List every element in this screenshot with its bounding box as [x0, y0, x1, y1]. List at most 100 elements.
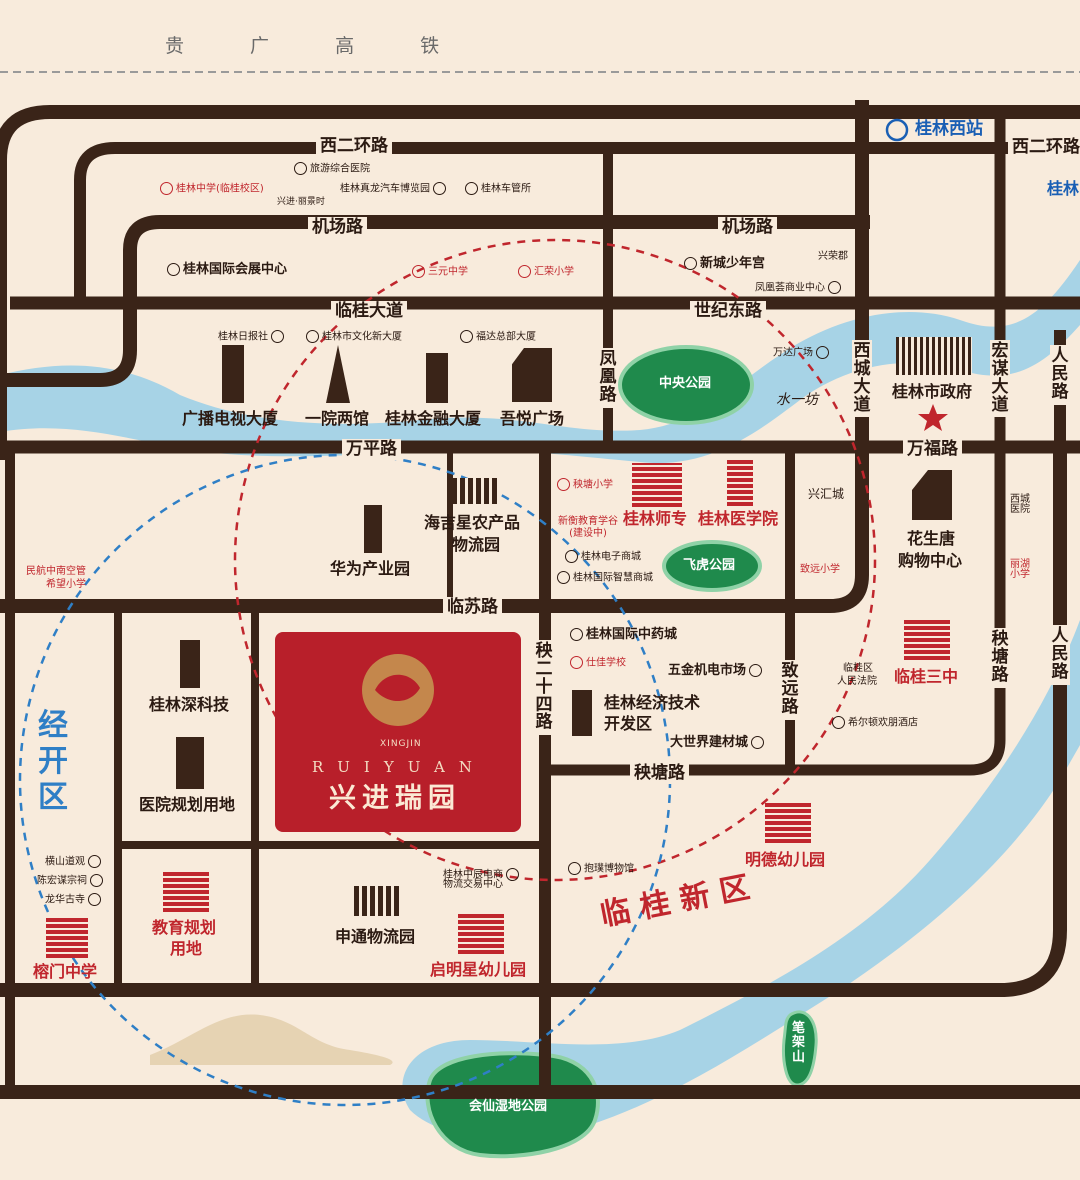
poi-xingrongjun: 兴荣郡 — [818, 251, 848, 262]
building-icon — [306, 330, 319, 343]
poi-jingkai2: 开发区 — [604, 714, 653, 733]
temple-icon — [88, 855, 101, 868]
poi-dianzi: 桂林电子商城 — [565, 550, 641, 563]
school-icon — [160, 182, 173, 195]
poi-lingui-court: 临桂区 — [843, 663, 873, 674]
school-icon — [518, 265, 531, 278]
road-xierhuan-right-label: 西二环路 — [1008, 137, 1080, 158]
poi-qiming: 启明星幼儿园 — [430, 960, 527, 979]
project-pinyin-small: XINGJIN — [380, 739, 422, 749]
poi-shenkeji: 桂林深科技 — [149, 695, 230, 714]
road-xicheng-label: 西城大道 — [852, 340, 872, 418]
poi-jiaoyu2: 用地 — [170, 939, 203, 958]
building-icon — [684, 257, 697, 270]
poi-sanyuan: 三元中学 — [412, 265, 468, 278]
zhongyang-park-shape — [618, 345, 754, 425]
road-wanfu-label: 万福路 — [903, 439, 962, 460]
temple-icon — [90, 874, 103, 887]
shentong-building-icon — [354, 886, 400, 916]
poi-jinrong: 桂林金融大厦 — [385, 409, 482, 428]
poi-zhongyang-park: 中央公园 — [659, 376, 712, 391]
building-icon — [433, 182, 446, 195]
road-jichang-label: 机场路 — [308, 217, 367, 238]
poi-huixian-park: 会仙湿地公园 — [469, 1099, 548, 1114]
school-icon — [412, 265, 425, 278]
poi-lvyou-hospital: 旅游综合医院 — [294, 162, 370, 175]
poi-huirong: 汇荣小学 — [518, 265, 574, 278]
haiji-building-icon — [452, 478, 498, 504]
hospital-icon — [294, 162, 307, 175]
poi-dashijie: 大世界建材城 — [670, 736, 767, 749]
poi-shixin: 仕佳学校 — [570, 656, 626, 669]
poi-zhongchen: 桂林中辰电商 — [443, 868, 522, 881]
poi-xinghui: 兴汇城 — [808, 487, 845, 501]
building-icon — [751, 736, 765, 749]
jingkai-building-icon — [572, 690, 592, 736]
poi-shentong: 申通物流园 — [335, 927, 416, 946]
road-xierhuan-label: 西二环路 — [316, 136, 392, 157]
poi-huasheng2: 购物中心 — [898, 551, 963, 570]
school-icon — [557, 478, 570, 491]
poi-xincheng-gong: 新城少年宫 — [684, 257, 765, 270]
poi-yiyuan-land: 医院规划用地 — [139, 795, 236, 814]
poi-mingde: 明德幼儿园 — [745, 850, 826, 869]
poi-minhang2: 希望小学 — [46, 579, 86, 590]
building-icon — [816, 346, 829, 359]
road-ring2 — [74, 142, 1080, 300]
poi-shizhuan: 桂林师专 — [623, 509, 688, 528]
poi-lihu-primary: 丽湖小学 — [1010, 559, 1030, 580]
poi-huizhan: 桂林国际会展中心 — [167, 263, 287, 276]
road-qiutang-label: 秧塘路 — [630, 763, 689, 784]
road-zhiyuan-label: 致远路 — [780, 660, 800, 720]
poi-lingui-sanzhong: 临桂三中 — [894, 667, 959, 686]
qiming-building-icon — [458, 914, 504, 954]
building-icon — [465, 182, 478, 195]
poi-guangbo: 广播电视大厦 — [182, 409, 279, 428]
top-rail-label: 贵 广 高 铁 — [165, 35, 470, 57]
road-fenghuang-label: 凤凰路 — [598, 348, 618, 408]
building-icon — [460, 330, 473, 343]
poi-huawei: 华为产业园 — [330, 559, 411, 578]
poi-wenhua: 桂林市文化新大厦 — [306, 330, 402, 343]
yiyuan-land-building-icon — [176, 737, 204, 789]
road-jichang-right-label: 机场路 — [718, 217, 777, 238]
station-icon — [885, 118, 909, 142]
project-pinyin: RUIYUAN — [312, 758, 486, 776]
shenkeji-building-icon — [180, 640, 200, 688]
poi-hengshan: 横山道观 — [45, 855, 104, 868]
poi-lingui-court2: 人民法院 — [837, 676, 877, 687]
area-jingkai: 经开区 — [38, 708, 68, 815]
lingui-sanzhong-building-icon — [904, 620, 950, 660]
mingde-building-icon — [765, 803, 811, 843]
poi-zhenlong: 桂林真龙汽车博览园 — [340, 182, 449, 195]
building-icon — [167, 263, 180, 276]
poi-zhongchen2: 物流交易中心 — [443, 879, 503, 890]
poi-xinheng: 新衡教育学谷(建设中) — [558, 516, 618, 539]
gov-building-icon — [896, 337, 972, 375]
poi-guilin-middle: 桂林中学(临桂校区) — [160, 182, 264, 195]
building-icon — [749, 664, 763, 677]
station-label[interactable]: 桂林西站 — [915, 119, 983, 139]
poi-hilton: 希尔顿欢朋酒店 — [832, 716, 918, 729]
poi-wanda: 万达广场 — [773, 346, 832, 359]
wuyue-building-icon — [512, 348, 552, 402]
gov-star — [918, 404, 948, 431]
poi-cheguansuo: 桂林车管所 — [465, 182, 531, 195]
project-block — [275, 632, 521, 832]
museum-icon — [568, 862, 581, 875]
road-renmin-top-label: 人民路 — [1050, 345, 1070, 405]
guangbo-building-icon — [222, 345, 244, 403]
poi-jingkai: 桂林经济技术 — [604, 693, 701, 712]
temple-icon — [88, 893, 101, 906]
poi-gov[interactable]: 桂林市政府 — [892, 382, 973, 401]
poi-jiaoyu: 教育规划 — [152, 918, 217, 937]
building-icon — [506, 868, 519, 881]
school-icon — [570, 656, 583, 669]
poi-huasheng: 花生唐 — [907, 529, 956, 548]
project-name[interactable]: 兴进瑞园 — [329, 783, 461, 814]
poi-yiyuan: 一院两馆 — [305, 409, 370, 428]
building-icon — [271, 330, 284, 343]
building-icon — [557, 571, 570, 584]
huawei-building-icon — [364, 505, 382, 553]
hills — [150, 1014, 393, 1065]
